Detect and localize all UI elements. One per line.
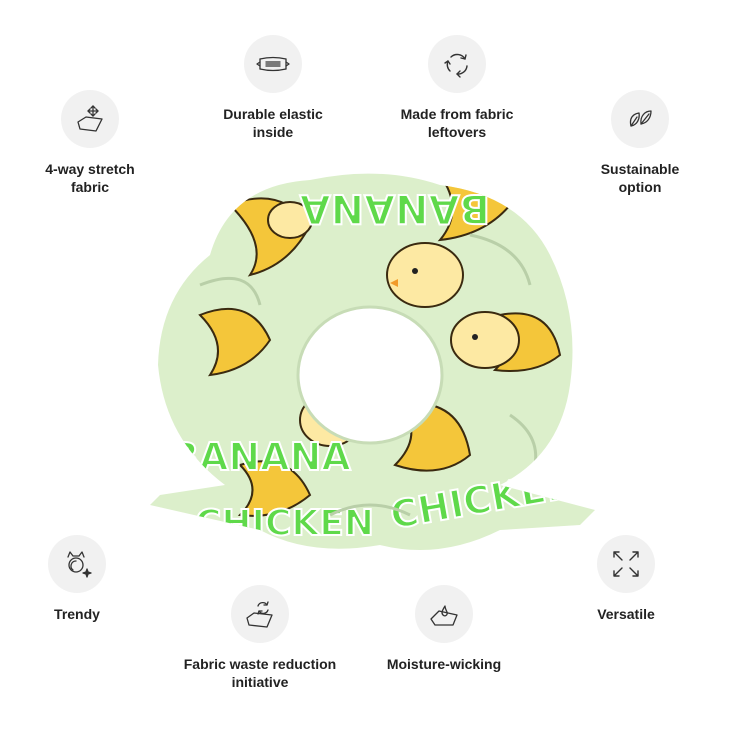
feature-moisture-wicking: Moisture-wicking <box>354 585 534 673</box>
stretch-fabric-icon <box>61 90 119 148</box>
feature-label: 4-way stretch fabric <box>45 161 135 195</box>
leaves-icon <box>611 90 669 148</box>
feature-label: Trendy <box>54 606 100 622</box>
feature-label: Moisture-wicking <box>386 656 502 672</box>
feature-waste-reduction: Fabric waste reduction initiative <box>170 585 350 691</box>
print-text-banana-top: BANANA <box>300 185 490 231</box>
feature-label: Fabric waste reduction initiative <box>183 656 337 690</box>
feature-fabric-leftovers: Made from fabric leftovers <box>367 35 547 141</box>
feature-label: Durable elastic inside <box>223 106 323 140</box>
recycle-fabric-icon <box>231 585 289 643</box>
water-drop-icon <box>415 585 473 643</box>
feature-trendy: Trendy <box>0 535 167 623</box>
scrunchie-fabric: BANANA BANANA CHICKEN CHICKEN <box>150 173 595 550</box>
feature-stretch-fabric: 4-way stretch fabric <box>0 90 180 196</box>
sparkle-cat-icon <box>48 535 106 593</box>
scrunchie-product-image: BANANA BANANA CHICKEN CHICKEN <box>140 165 600 565</box>
recycle-icon <box>428 35 486 93</box>
expand-arrows-icon <box>597 535 655 593</box>
feature-label: Versatile <box>597 606 655 622</box>
feature-sustainable: Sustainable option <box>550 90 730 196</box>
feature-label: Sustainable option <box>600 161 680 195</box>
feature-durable-elastic: Durable elastic inside <box>183 35 363 141</box>
scrunchie-center-hole <box>298 307 442 443</box>
print-text-banana: BANANA <box>170 435 351 479</box>
elastic-band-icon <box>244 35 302 93</box>
feature-versatile: Versatile <box>536 535 716 623</box>
feature-label: Made from fabric leftovers <box>400 106 514 140</box>
